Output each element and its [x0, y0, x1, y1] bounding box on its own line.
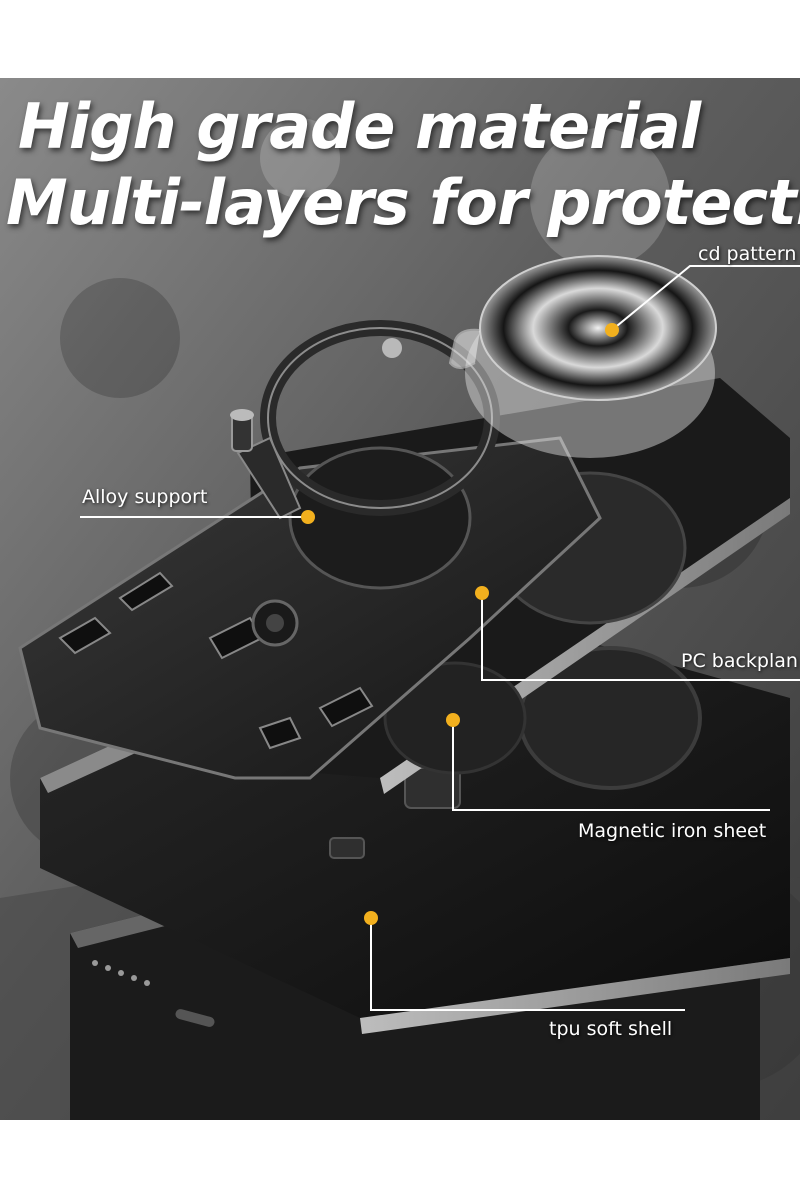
- cd-pattern-dot: [605, 323, 619, 337]
- alloy-support-frame: [18, 436, 602, 780]
- callout-tpu-soft-shell: tpu soft shell: [549, 1018, 673, 1040]
- callout-alloy-support: Alloy support: [82, 486, 208, 508]
- headline-line-1: High grade material: [18, 90, 701, 163]
- callout-pc-backplane: PC backplan: [681, 650, 798, 672]
- callout-magnetic-iron-sheet: Magnetic iron sheet: [578, 820, 767, 842]
- pc-backplane-dot: [475, 586, 489, 600]
- product-poster: High grade material Multi-layers for pro…: [0, 78, 800, 1120]
- callout-cd-pattern: cd pattern: [698, 243, 797, 265]
- exploded-case-illustration: [0, 78, 800, 1120]
- alloy-support-dot: [301, 510, 315, 524]
- ring-kickstand: [230, 320, 500, 520]
- magnetic-iron-sheet-dot: [446, 713, 460, 727]
- callout-dots: [301, 323, 619, 925]
- callout-lines: [80, 265, 800, 1011]
- headline-line-2: Multi-layers for protection: [6, 166, 800, 239]
- tpu-soft-shell-dot: [364, 911, 378, 925]
